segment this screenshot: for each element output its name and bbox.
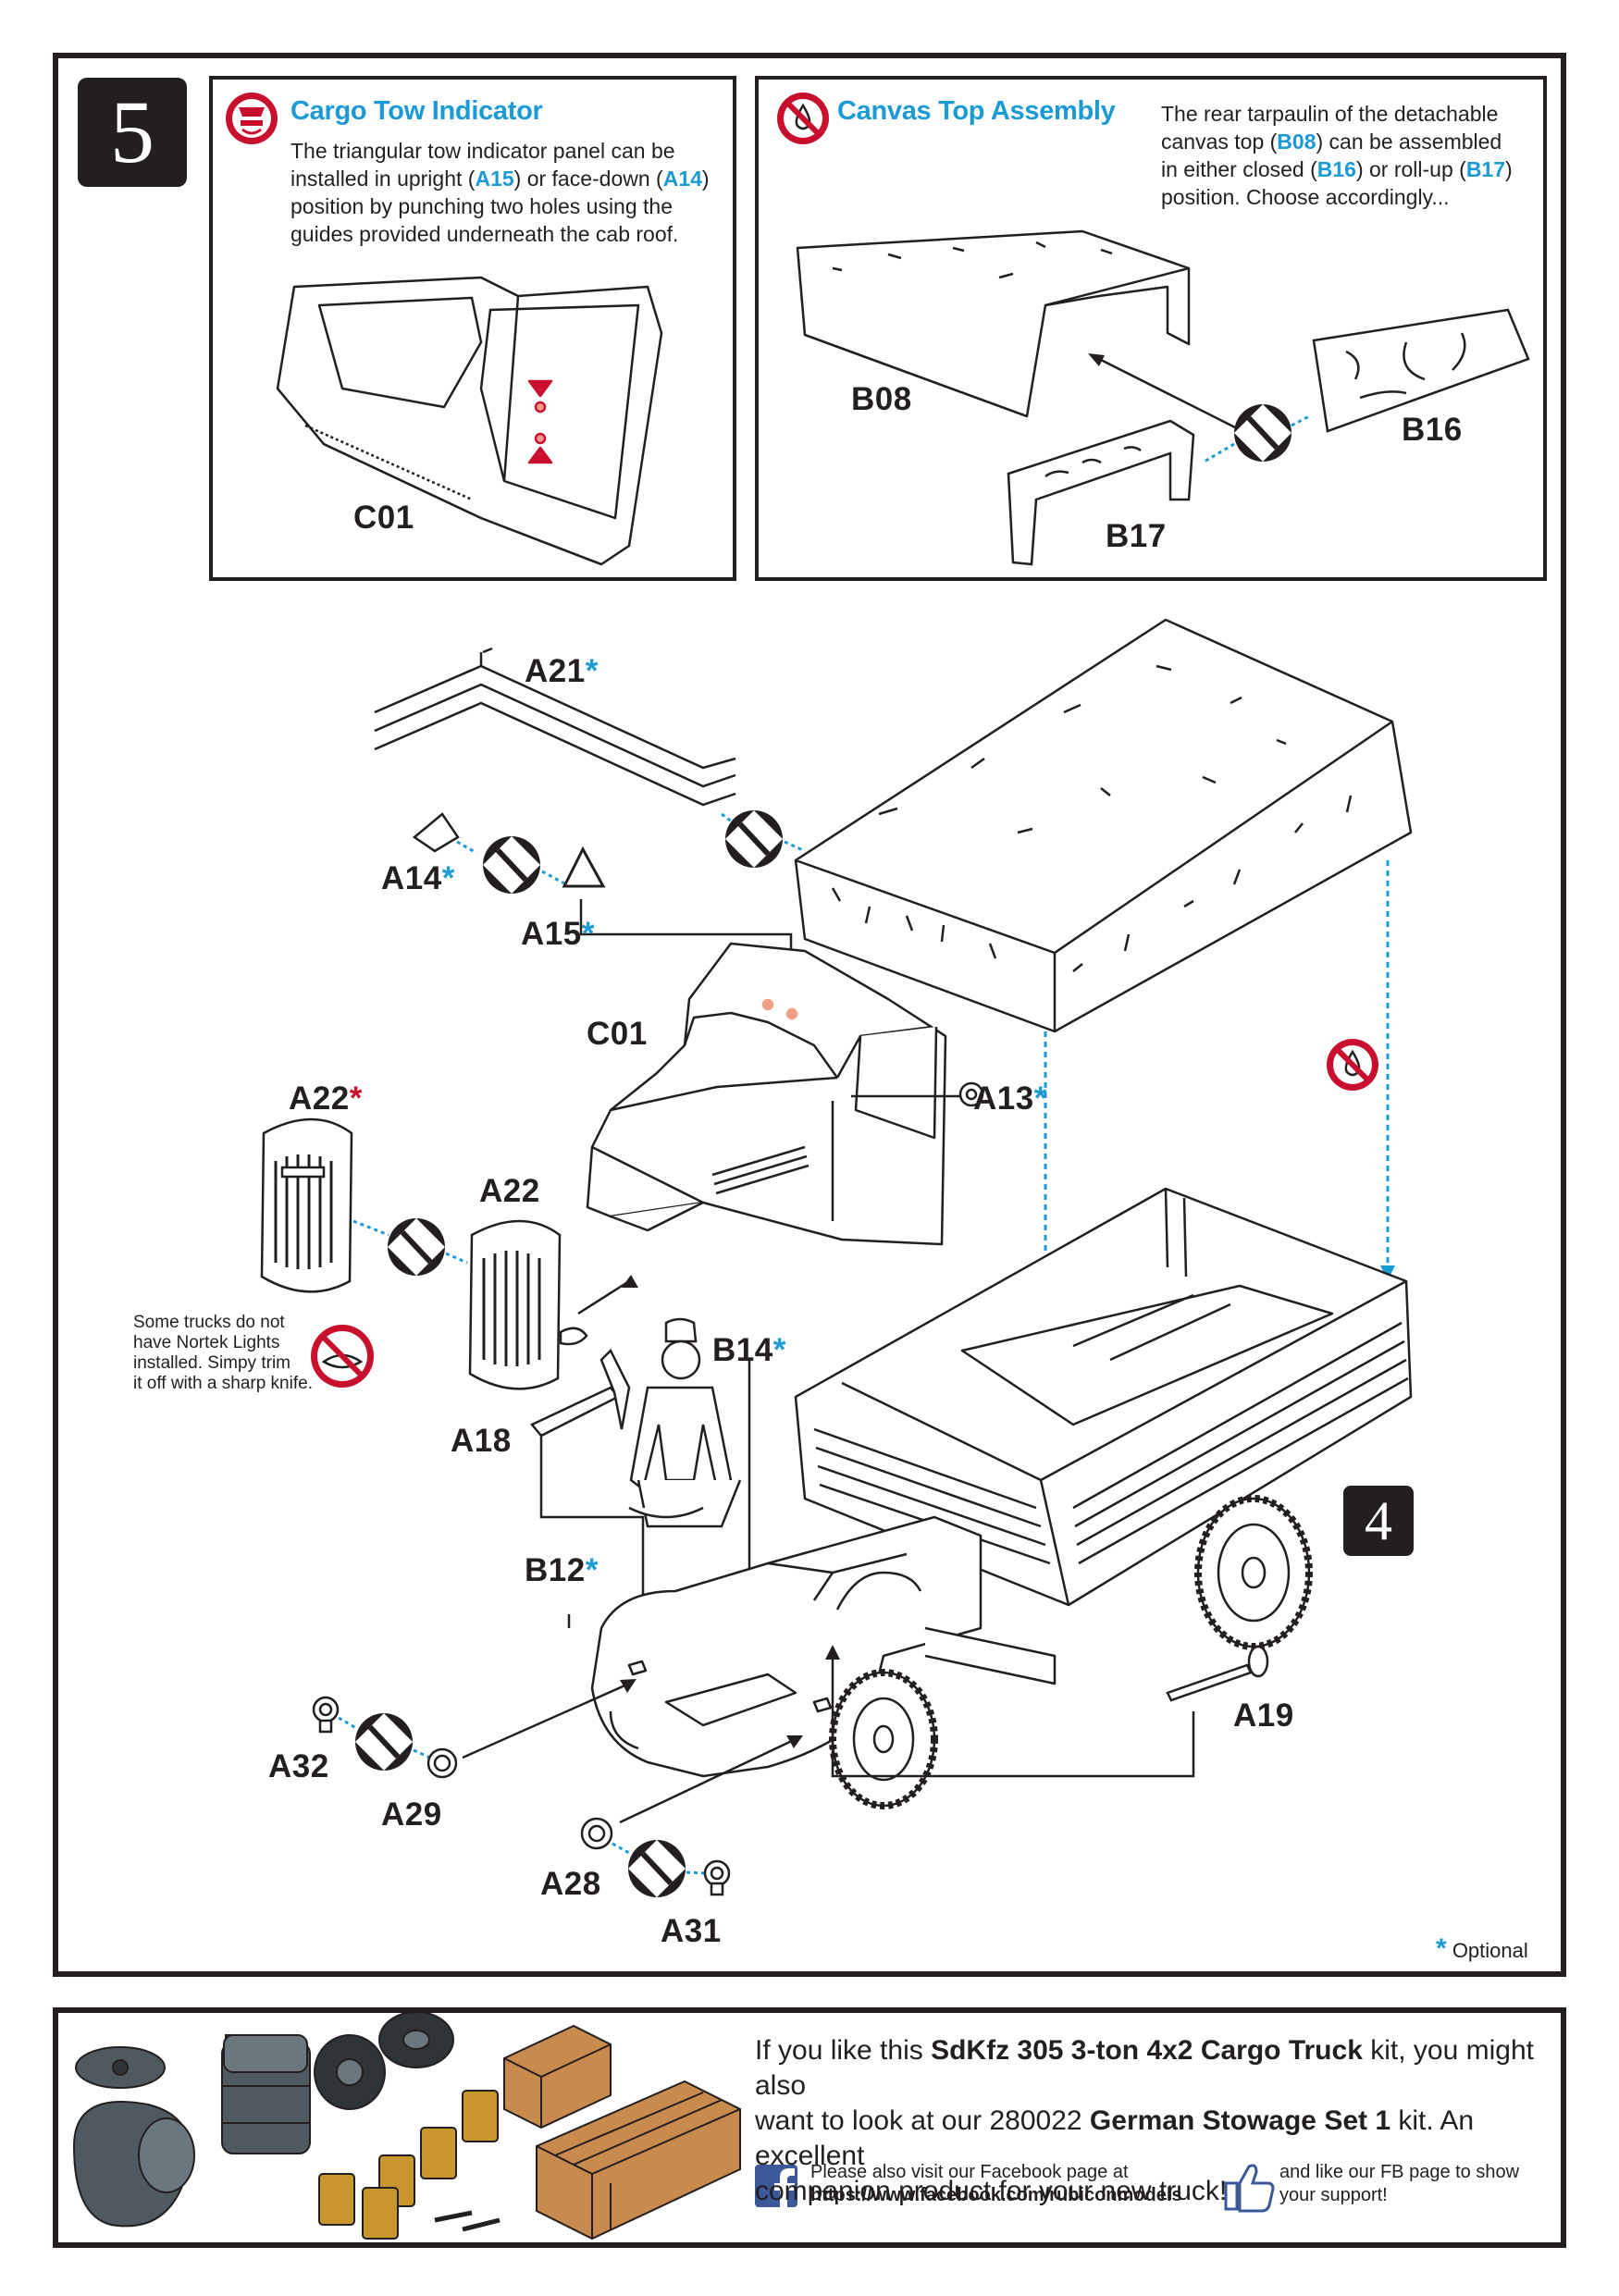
canvas-top-line-1: The rear tarpaulin of the detachable: [1161, 102, 1499, 126]
promo-line-2: want to look at our 280022 German Stowag…: [755, 2105, 1475, 2171]
like-line-1: and like our FB page to show: [1279, 2162, 1520, 2182]
tarp-b17-drawing: [1007, 419, 1195, 566]
attach-symbol-icon: [483, 836, 540, 894]
step-reference-badge: 4: [1343, 1486, 1414, 1556]
stowage-set-illustration: [72, 2011, 741, 2240]
no-glue-icon: [1327, 1039, 1378, 1091]
optional-star: *: [1436, 1933, 1447, 1964]
part-label-a22: A22: [479, 1173, 540, 1209]
cab-c01-drawing: [586, 942, 947, 1246]
front-chassis-drawing: [590, 1515, 1057, 1778]
facebook-text: Please also visit our Facebook page at h…: [810, 2161, 1182, 2207]
part-label-a32: A32: [268, 1748, 329, 1784]
cargo-tow-line-2: installed in upright (A15) or face-down …: [290, 167, 710, 191]
canvas-top-assembly-box: [755, 76, 1547, 581]
a13-part-drawing: [958, 1081, 984, 1107]
part-label-b12: B12*: [525, 1552, 599, 1588]
nortek-note-line-2: have Nortek Lights: [133, 1333, 280, 1352]
optional-label: Optional: [1452, 1939, 1528, 1962]
part-label-a19: A19: [1233, 1697, 1294, 1734]
a28-light-drawing: [580, 1817, 613, 1850]
a22-grille-drawing: [468, 1219, 588, 1390]
nortek-note-line-3: installed. Simpy trim: [133, 1353, 290, 1373]
part-label-a28: A28: [540, 1866, 601, 1902]
a32-light-drawing: [312, 1696, 340, 1734]
canvas-top-line-4: position. Choose accordingly...: [1161, 185, 1450, 209]
like-line-2: your support!: [1279, 2185, 1388, 2205]
part-label-c01-inset: C01: [353, 500, 414, 536]
like-text: and like our FB page to show your suppor…: [1279, 2161, 1519, 2207]
part-label-a31: A31: [661, 1913, 722, 1949]
attach-symbol-icon: [355, 1713, 413, 1771]
part-label-a13: A13*: [973, 1080, 1047, 1117]
a29-light-drawing: [426, 1747, 458, 1779]
part-label-b16: B16: [1402, 412, 1463, 448]
a18-pickaxe-drawing: [530, 1348, 631, 1438]
nortek-note-line-4: it off with a sharp knife.: [133, 1374, 313, 1393]
no-glue-icon: [777, 93, 829, 144]
promo-line-1: If you like this SdKfz 305 3-ton 4x2 Car…: [755, 2035, 1534, 2101]
a14-part-drawing: [412, 812, 460, 853]
facebook-icon: [755, 2165, 797, 2207]
cargo-bed-drawing: [794, 1187, 1413, 1607]
cargo-tow-title: Cargo Tow Indicator: [290, 96, 543, 126]
promo-text: If you like this SdKfz 305 3-ton 4x2 Car…: [755, 2033, 1551, 2209]
part-label-b17: B17: [1106, 518, 1167, 554]
facebook-line-1: Please also visit our Facebook page at: [810, 2162, 1129, 2182]
cab-roof-drawing: [276, 276, 663, 566]
attach-symbol-icon: [628, 1840, 686, 1897]
canvas-top-description: The rear tarpaulin of the detachable can…: [1161, 100, 1540, 211]
canvas-top-line-2: canvas top (B08) can be assembled: [1161, 130, 1502, 154]
warning-pin-icon: [226, 93, 278, 144]
nortek-lights-note: Some trucks do not have Nortek Lights in…: [133, 1313, 318, 1394]
step-number-badge: 5: [78, 78, 187, 187]
a15-part-drawing: [562, 846, 606, 888]
promo-box: [53, 2007, 1566, 2248]
cut-knife-icon: [311, 1325, 374, 1388]
a22-optional-grille-drawing: [260, 1117, 353, 1293]
rear-wheel-drawing: [1194, 1495, 1313, 1650]
cargo-tow-line-4: guides provided underneath the cab roof.: [290, 222, 679, 246]
promo-line-3: companion product for your new truck!: [755, 2176, 1228, 2206]
attach-symbol-icon: [725, 810, 783, 868]
cargo-tow-line-3: position by punching two holes using the: [290, 194, 674, 218]
a19-part-drawing: [1166, 1645, 1269, 1702]
part-label-c01: C01: [587, 1016, 648, 1052]
canvas-top-drawing: [794, 618, 1413, 1033]
a21-frame-drawing: [374, 647, 736, 807]
attach-symbol-icon: [1234, 404, 1291, 462]
part-label-a18: A18: [451, 1423, 512, 1459]
canvas-top-title: Canvas Top Assembly: [837, 96, 1116, 126]
thumbs-up-icon: [1224, 2164, 1275, 2213]
attach-symbol-icon: [388, 1218, 445, 1276]
part-label-b14: B14*: [712, 1332, 786, 1368]
optional-legend: * Optional: [1436, 1933, 1528, 1965]
a31-light-drawing: [703, 1859, 731, 1896]
cargo-tow-line-1: The triangular tow indicator panel can b…: [290, 139, 675, 163]
part-label-a29: A29: [381, 1796, 442, 1833]
driver-figure-drawing: [628, 1317, 742, 1528]
part-label-a21: A21*: [525, 653, 599, 689]
cargo-tow-description: The triangular tow indicator panel can b…: [290, 137, 725, 248]
part-label-a15: A15*: [521, 916, 595, 952]
part-label-a22-optional: A22*: [289, 1080, 363, 1117]
canvas-top-line-3: in either closed (B16) or roll-up (B17): [1161, 157, 1513, 181]
tarp-b16-drawing: [1312, 308, 1530, 433]
facebook-url-link[interactable]: https://www.facebook.com/rubiconmodels: [810, 2185, 1182, 2205]
canvas-top-b08-drawing: [796, 229, 1191, 418]
part-label-b08: B08: [851, 381, 912, 417]
part-label-a14: A14*: [381, 860, 455, 896]
step-frame: [53, 53, 1566, 1977]
nortek-note-line-1: Some trucks do not: [133, 1313, 285, 1332]
